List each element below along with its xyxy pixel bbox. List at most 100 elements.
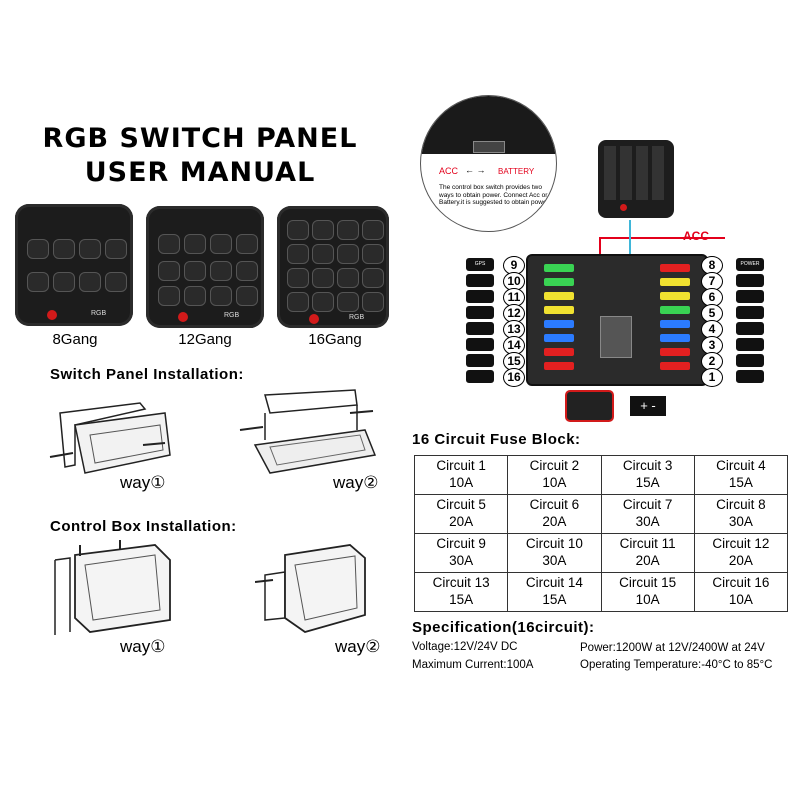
switch-button: [236, 234, 258, 254]
circuit-tag: [736, 338, 764, 351]
panel-8gang: RGB: [15, 204, 133, 326]
rgb-label: RGB: [91, 310, 107, 317]
circuit-num-left: 15: [503, 352, 525, 371]
switch-button: [79, 239, 101, 259]
circuit-tag: [736, 370, 764, 383]
title-line-2: USER MANUAL: [84, 157, 316, 188]
rgb-label: RGB: [224, 312, 240, 319]
switch-button: [362, 292, 384, 312]
switch-button: [27, 239, 49, 259]
circuit-num-left: 16: [503, 368, 525, 387]
spec-voltage: Voltage:12V/24V DC: [412, 641, 518, 653]
switch-button: [184, 261, 206, 281]
switch-button: [287, 292, 309, 312]
switch-install-way1-label: way①: [120, 473, 166, 492]
switch-button: [312, 244, 334, 264]
switch-button: [158, 234, 180, 254]
switch-button: [312, 220, 334, 240]
power-button-icon: [47, 310, 57, 320]
control-install-way1-label: way①: [120, 637, 166, 656]
circuit-tag: [466, 370, 494, 383]
spec-power: Power:1200W at 12V/2400W at 24V: [580, 642, 765, 654]
spec-heading: Specification(16circuit):: [412, 619, 595, 636]
circuit-tag: [466, 354, 494, 367]
fuse-block-heading: 16 Circuit Fuse Block:: [412, 431, 581, 448]
switch-button: [312, 268, 334, 288]
gps-tag: GPS: [466, 258, 494, 271]
switch-button: [287, 220, 309, 240]
panel-8gang-caption: 8Gang: [52, 331, 98, 348]
circuit-tag: [736, 322, 764, 335]
battery-icon: + -: [630, 396, 666, 416]
switch-button: [362, 220, 384, 240]
switch-button: [184, 286, 206, 306]
power-button-icon: [309, 314, 319, 324]
switch-install-way1-illustration: [49, 402, 171, 474]
switch-button: [337, 220, 359, 240]
panel-16gang: RGB: [277, 206, 389, 328]
circuit-tag: [466, 322, 494, 335]
spec-current: Maximum Current:100A: [412, 659, 534, 671]
switch-button: [27, 272, 49, 292]
switch-button: [53, 272, 75, 292]
switch-button: [236, 286, 258, 306]
switch-button: [210, 261, 232, 281]
switch-note: The control box switch provides two ways…: [439, 184, 549, 206]
switch-button: [158, 261, 180, 281]
switch-button: [53, 239, 75, 259]
switch-button: [105, 272, 127, 292]
title-line-1: RGB SWITCH PANEL: [42, 123, 358, 154]
switch-install-heading: Switch Panel Installation:: [50, 366, 244, 383]
control-install-way2-illustration: [255, 544, 366, 633]
battery-symbols: + -: [640, 398, 656, 413]
control-install-heading: Control Box Installation:: [50, 518, 237, 535]
panel-12gang-caption: 12Gang: [178, 331, 232, 348]
switch-button: [337, 244, 359, 264]
switch-button: [158, 286, 180, 306]
diagram-switch-panel: [598, 140, 674, 218]
switch-button: [287, 268, 309, 288]
switch-button: [105, 239, 127, 259]
battery-label: BATTERY: [498, 167, 535, 176]
switch-button: [362, 268, 384, 288]
panel-12gang: RGB: [146, 206, 264, 328]
control-install-way2-label: way②: [335, 637, 381, 656]
switch-button: [287, 244, 309, 264]
acc-label: ACC: [439, 166, 459, 176]
circuit-tag: [466, 290, 494, 303]
circuit-tag: [736, 274, 764, 287]
panel-16gang-caption: 16Gang: [308, 331, 362, 348]
circuit-tag: [736, 354, 764, 367]
circuit-num-left: 13: [503, 320, 525, 339]
circuit-tag: [736, 306, 764, 319]
switch-button: [79, 272, 101, 292]
switch-install-way2-illustration: [239, 389, 377, 474]
power-tag: POWER: [736, 258, 764, 271]
acc-battery-switch-callout: ACC ← → BATTERY The control box switch p…: [420, 95, 557, 232]
circuit-tag: [466, 306, 494, 319]
power-button-icon: [620, 204, 627, 211]
power-button-icon: [178, 312, 188, 322]
rgb-label: RGB: [349, 314, 365, 321]
circuit-tag: [466, 338, 494, 351]
switch-button: [312, 292, 334, 312]
switch-install-way2-label: way②: [333, 473, 379, 492]
switch-button: [210, 234, 232, 254]
circuit-num-right: 2: [701, 352, 723, 371]
fuse-block-box: [526, 254, 708, 386]
arrows-icon: ← →: [465, 165, 486, 175]
